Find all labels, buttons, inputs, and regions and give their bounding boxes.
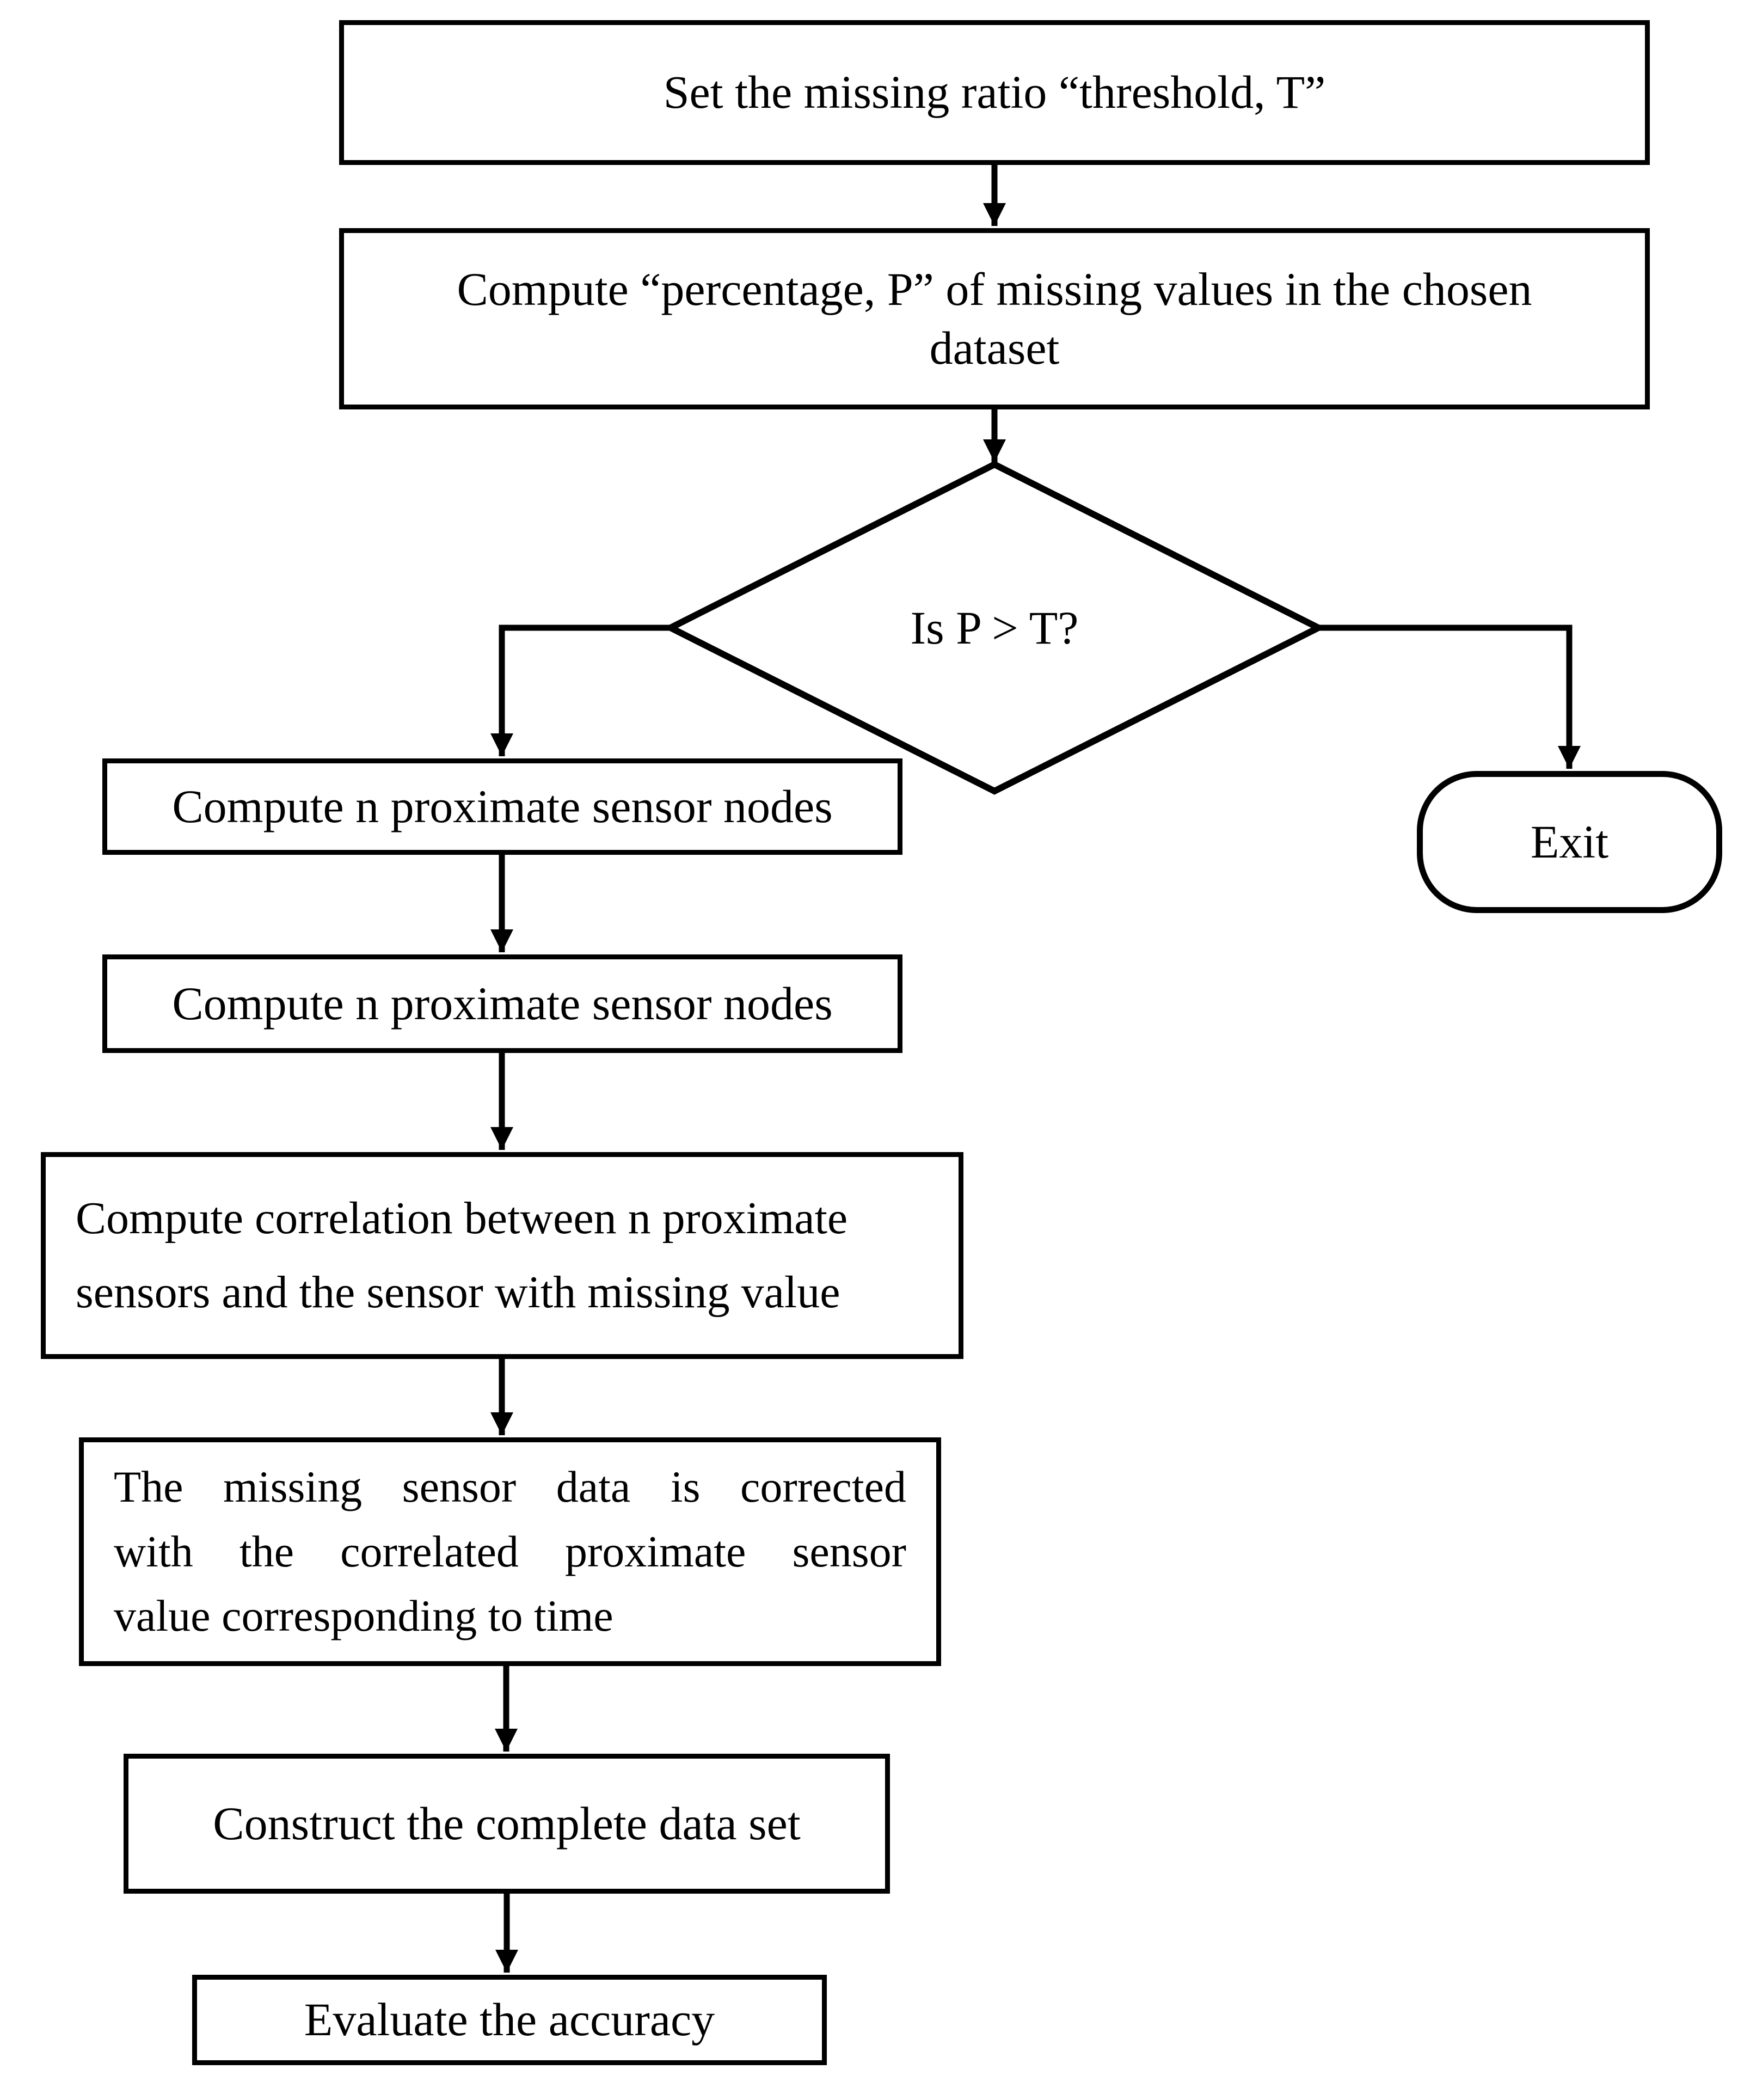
node-compute-proximate-2: Compute n proximate sensor nodes (102, 954, 902, 1053)
node-compute-correlation-line2: sensors and the sensor with missing valu… (76, 1267, 840, 1318)
node-compute-correlation: Compute correlation between n proximate … (41, 1152, 963, 1359)
node-compute-proximate-1: Compute n proximate sensor nodes (102, 758, 902, 855)
node-construct-dataset-label: Construct the complete data set (213, 1797, 801, 1850)
node-construct-dataset: Construct the complete data set (124, 1754, 890, 1894)
node-decision-label: Is P > T? (910, 602, 1079, 654)
node-compute-correlation-line1: Compute correlation between n proximate (76, 1192, 848, 1244)
node-compute-percentage-line1: Compute “percentage, P” of missing value… (457, 263, 1532, 315)
node-correct-missing-data: The missing sensor data is corrected wit… (79, 1437, 941, 1666)
arrow-decision-to-exit (1318, 625, 1581, 769)
node-compute-proximate-2-label: Compute n proximate sensor nodes (172, 977, 833, 1030)
arrow-decision-to-compute-proximate-1 (490, 625, 671, 756)
node-evaluate-accuracy-label: Evaluate the accuracy (304, 1993, 715, 2046)
node-compute-percentage: Compute “percentage, P” of missing value… (339, 228, 1650, 409)
node-compute-proximate-1-label: Compute n proximate sensor nodes (172, 780, 833, 832)
node-set-threshold-label: Set the missing ratio “threshold, T” (663, 66, 1326, 119)
node-evaluate-accuracy: Evaluate the accuracy (192, 1975, 827, 2065)
node-correct-missing-line1: The missing sensor data is corrected (114, 1461, 906, 1511)
node-compute-percentage-line2: dataset (929, 321, 1060, 374)
decision-diamond-shape (663, 461, 1326, 795)
node-exit: Exit (1417, 771, 1722, 913)
node-set-threshold: Set the missing ratio “threshold, T” (339, 20, 1650, 165)
node-correct-missing-line3: value corresponding to time (114, 1591, 613, 1641)
node-correct-missing-line2: with the correlated proximate sensor (114, 1526, 906, 1576)
node-exit-label: Exit (1530, 815, 1609, 868)
